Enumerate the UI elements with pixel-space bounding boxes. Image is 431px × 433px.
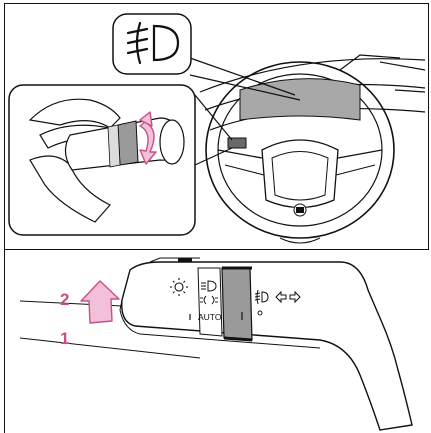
push-up-arrow-icon <box>81 281 119 323</box>
steering-wheel <box>206 62 394 243</box>
callout-number-1: 1 <box>60 330 69 347</box>
fog-switch-ring <box>108 121 138 167</box>
auto-label: AUTO <box>198 312 222 322</box>
lever-closeup <box>120 258 412 430</box>
inset-callout-lines <box>195 95 232 165</box>
callout-number-2: 2 <box>60 291 69 308</box>
indicator-bubble <box>113 14 191 74</box>
